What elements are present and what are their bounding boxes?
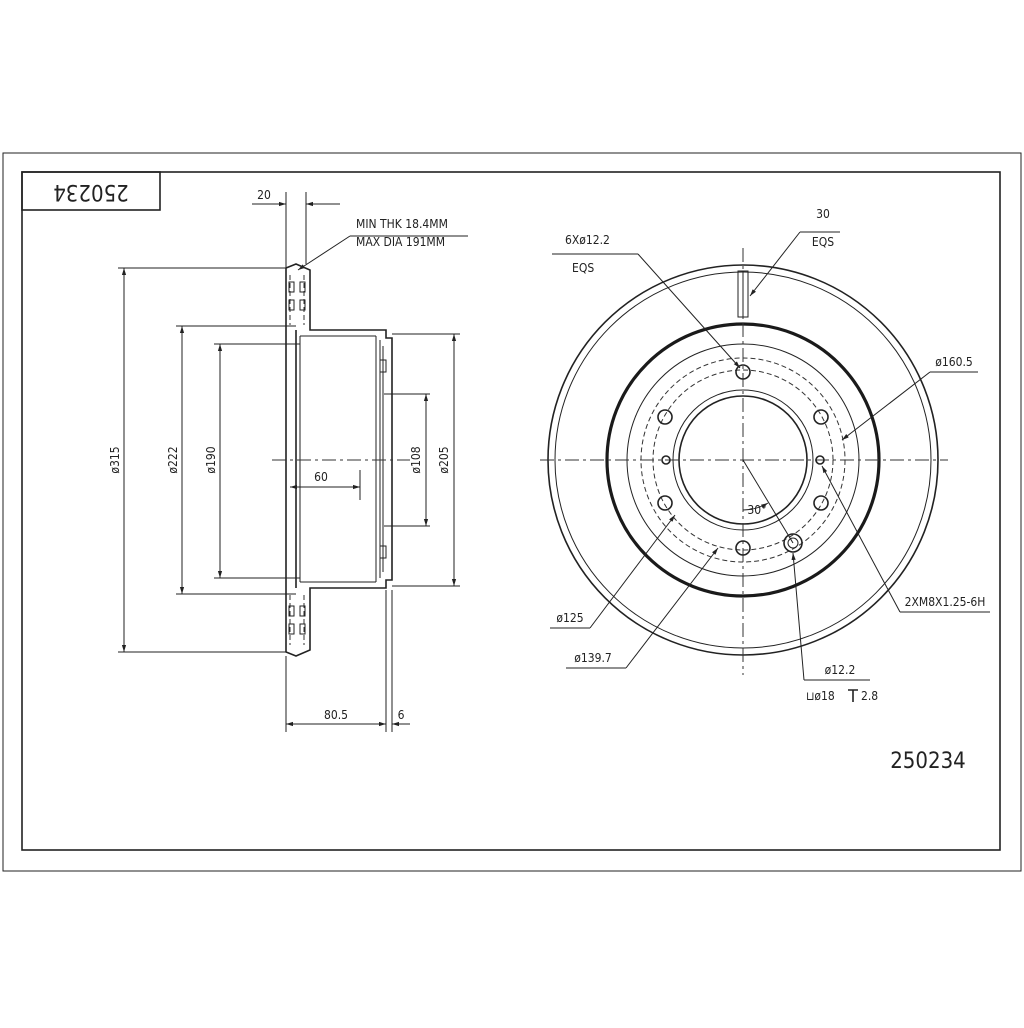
front-view: 6Xø12.2 EQS 30 EQS ø160.5 2XM8X1.25-6H 3…: [540, 207, 990, 703]
hole-dia-label: ø12.2: [825, 663, 856, 677]
outer-sheet-border: [2, 152, 1022, 872]
dia-160-5-label: ø160.5: [935, 355, 973, 369]
counterbore-label: ⊔ø18: [806, 689, 835, 703]
threaded-hole-left: [661, 455, 671, 465]
dia-205-label: ø205: [437, 446, 451, 473]
counterbore-hole: [783, 533, 803, 553]
thread-spec-label: 2XM8X1.25-6H: [905, 595, 986, 609]
bolt-holes: [657, 364, 829, 556]
holes-count-label: 6Xø12.2: [565, 233, 610, 247]
dim-20-label: 20: [257, 188, 271, 202]
dia-315-label: ø315: [108, 446, 122, 473]
angle-30-inner-label: 30°: [747, 503, 766, 517]
min-thickness-note: MIN THK 18.4MM: [356, 217, 448, 231]
dia-190-label: ø190: [204, 446, 218, 473]
holes-eqs-label: EQS: [572, 261, 594, 275]
angle-eqs-top-label: EQS: [812, 235, 834, 249]
depth-label: 2.8: [861, 689, 878, 703]
dia-108-label: ø108: [409, 446, 423, 473]
max-diameter-note: MAX DIA 191MM: [356, 235, 445, 249]
part-number-rotated: 250234: [53, 179, 129, 204]
depth-symbol-icon: [848, 689, 858, 702]
dim-80-5-label: 80.5: [324, 708, 348, 722]
threaded-hole-right: [815, 455, 825, 465]
dim-6-label: 6: [398, 708, 405, 722]
dia-222-label: ø222: [166, 446, 180, 473]
part-number: 250234: [890, 749, 966, 774]
side-section-view: 20 MIN THK 18.4MM MAX DIA 191MM ø315 ø22…: [108, 188, 468, 732]
inner-sheet-border: [21, 171, 1001, 851]
angle-30-top-label: 30: [816, 207, 830, 221]
title-box: 250234: [21, 171, 161, 211]
dia-125-label: ø125: [556, 611, 583, 625]
dim-60-label: 60: [314, 470, 328, 484]
dia-139-7-label: ø139.7: [574, 651, 612, 665]
